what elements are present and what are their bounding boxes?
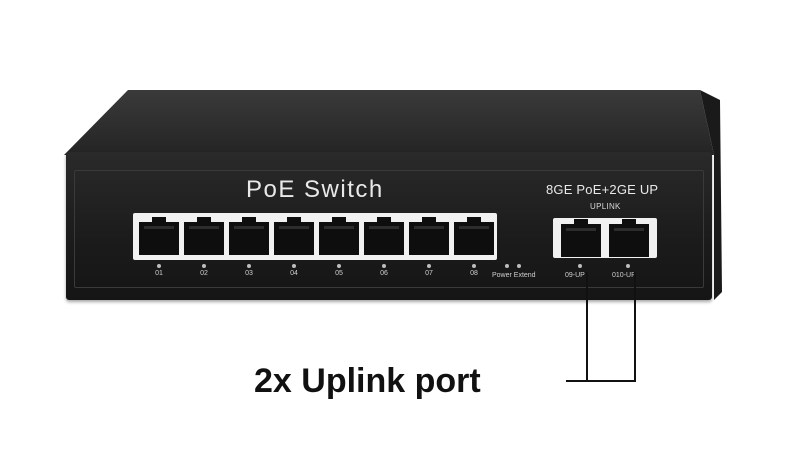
uplink-callout-text: 2x Uplink port — [254, 362, 481, 400]
port-label-01: 01 — [155, 270, 163, 277]
port-label-03: 03 — [245, 270, 253, 277]
led-port-08 — [472, 264, 476, 268]
uplink-label-09: 09-UP — [565, 272, 585, 279]
callout-line-left-vertical — [586, 272, 588, 382]
port-label-02: 02 — [200, 270, 208, 277]
led-uplink-09 — [578, 264, 582, 268]
led-port-07 — [427, 264, 431, 268]
port-label-05: 05 — [335, 270, 343, 277]
rj45-port-02 — [184, 217, 224, 255]
rj45-port-04 — [274, 217, 314, 255]
callout-line-right-vertical — [634, 272, 636, 382]
led-power-extend-1 — [505, 264, 509, 268]
rj45-port-03 — [229, 217, 269, 255]
led-port-04 — [292, 264, 296, 268]
port-label-04: 04 — [290, 270, 298, 277]
rj45-port-05 — [319, 217, 359, 255]
port-label-08: 08 — [470, 270, 478, 277]
callout-line-horizontal — [566, 380, 636, 382]
device-title: PoE Switch — [246, 176, 384, 203]
rj45-port-01 — [139, 217, 179, 255]
led-port-06 — [382, 264, 386, 268]
led-power-extend-2 — [517, 264, 521, 268]
led-port-01 — [157, 264, 161, 268]
power-extend-label: Power Extend — [492, 272, 536, 279]
led-port-05 — [337, 264, 341, 268]
port-label-06: 06 — [380, 270, 388, 277]
led-uplink-010 — [626, 264, 630, 268]
led-port-03 — [247, 264, 251, 268]
led-port-02 — [202, 264, 206, 268]
panel-border — [74, 170, 704, 288]
port-label-07: 07 — [425, 270, 433, 277]
rj45-port-07 — [409, 217, 449, 255]
rj45-uplink-010 — [609, 219, 649, 257]
rj45-uplink-09 — [561, 219, 601, 257]
uplink-header: UPLINK — [590, 202, 621, 211]
poe-port-strip — [133, 213, 497, 260]
uplink-port-strip — [553, 218, 657, 258]
model-label: 8GE PoE+2GE UP — [546, 182, 659, 197]
rj45-port-06 — [364, 217, 404, 255]
uplink-label-010: 010-UP — [612, 272, 636, 279]
rj45-port-08 — [454, 217, 494, 255]
